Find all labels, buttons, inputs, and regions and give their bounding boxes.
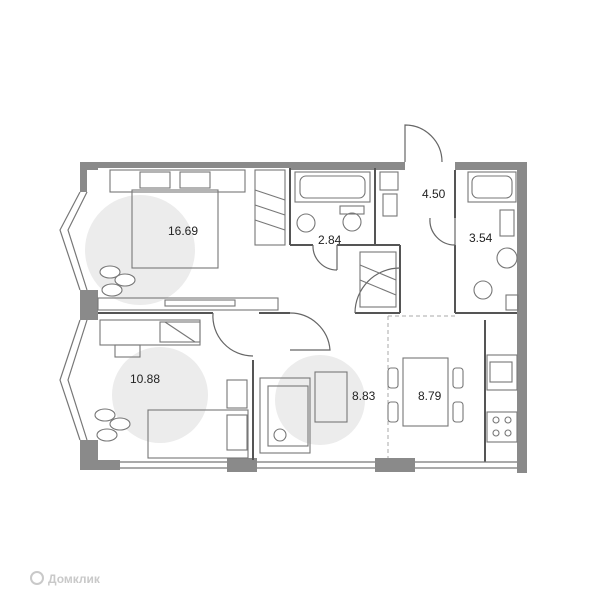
plant-icon [94, 265, 136, 442]
doors [212, 124, 456, 357]
room-area-bathroom-2: 3.54 [469, 231, 493, 245]
furniture [97, 169, 519, 459]
interior-walls [98, 168, 517, 462]
room-area-kitchen: 8.79 [418, 389, 442, 403]
watermark-icon [30, 571, 44, 585]
exterior-walls [80, 162, 527, 473]
room-area-bathroom-1: 2.84 [318, 233, 342, 247]
room-area-bedroom-2: 10.88 [130, 372, 160, 386]
room-area-living-room: 8.83 [352, 389, 376, 403]
windows [59, 191, 517, 469]
watermark: Домклик [48, 572, 101, 586]
room-area-bedroom-1: 16.69 [168, 224, 198, 238]
room-area-hallway: 4.50 [422, 187, 446, 201]
